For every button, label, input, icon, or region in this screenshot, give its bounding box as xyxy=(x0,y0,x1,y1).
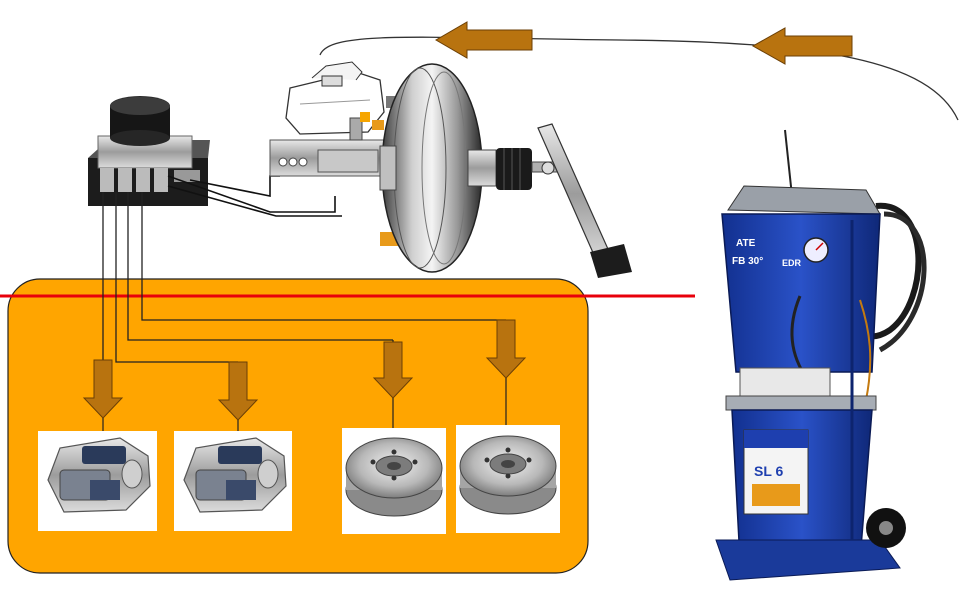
master-cylinder-icon xyxy=(269,61,396,177)
brand-logo: ATE xyxy=(736,238,756,249)
flow-arrow-rear-left xyxy=(372,341,414,399)
brake-booster-icon xyxy=(372,63,559,273)
fluid-canister-label: SL 6 xyxy=(754,463,784,479)
brake-bleeding-device-icon: ATE FB 30° EDR SL 6 xyxy=(715,129,927,581)
mode-label: EDR xyxy=(782,258,802,268)
flow-arrow-top-right xyxy=(751,27,853,65)
brake-pedal-icon xyxy=(537,123,632,278)
fluid-return-line xyxy=(319,36,959,121)
brake-caliper-icon xyxy=(174,431,292,531)
brake-drum-icon xyxy=(342,428,446,534)
flow-arrow-front-right xyxy=(217,361,259,421)
brake-caliper-icon xyxy=(38,431,157,531)
flow-arrow-front-left xyxy=(82,359,124,419)
brake-drum-icon xyxy=(456,425,560,533)
model-badge: FB 30° xyxy=(732,256,763,267)
flow-arrow-top-left xyxy=(435,21,533,59)
abs-hydraulic-unit-icon xyxy=(88,96,210,206)
flow-arrow-rear-right xyxy=(485,319,527,379)
